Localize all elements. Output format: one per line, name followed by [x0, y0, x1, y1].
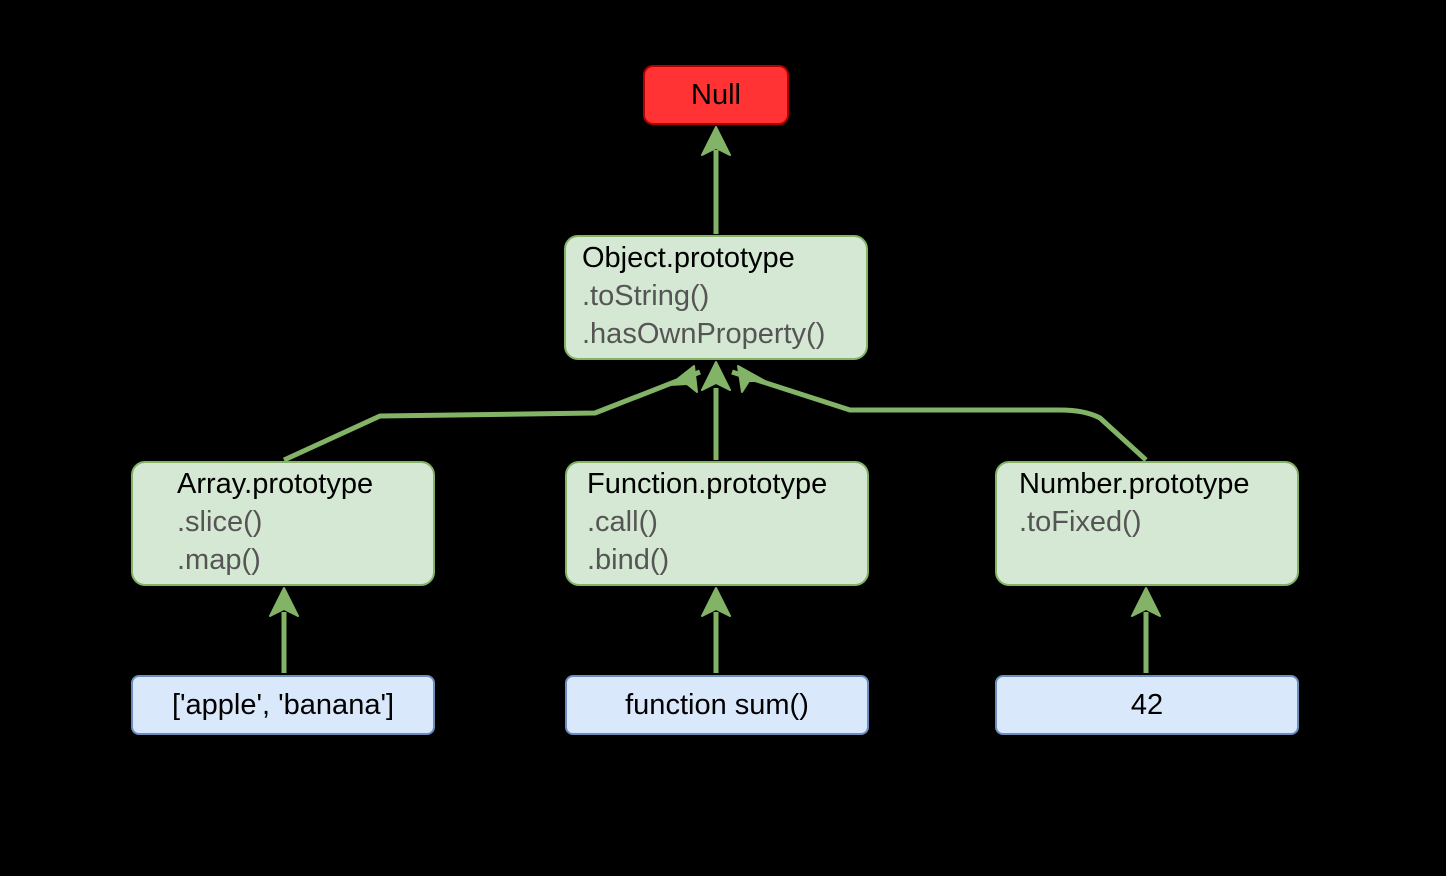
number-prototype-title: Number.prototype [1019, 468, 1250, 500]
function-method-bind: .bind() [587, 544, 670, 576]
node-function-instance: function sum() [565, 675, 869, 735]
node-array-instance: ['apple', 'banana'] [131, 675, 435, 735]
null-label: Null [691, 79, 741, 111]
node-array-prototype: Array.prototype .slice() .map() [131, 461, 435, 586]
arrowhead-object-right [737, 365, 766, 393]
array-method-slice: .slice() [177, 506, 263, 538]
arrowhead-array [269, 587, 299, 617]
edge-array-to-object [282, 369, 701, 463]
function-prototype-title: Function.prototype [587, 468, 828, 500]
node-number-prototype: Number.prototype .toFixed() [995, 461, 1299, 586]
array-method-map: .map() [177, 544, 261, 576]
arrowhead-null [701, 126, 731, 156]
node-function-prototype: Function.prototype .call() .bind() [565, 461, 869, 586]
node-object-prototype: Object.prototype .toString() .hasOwnProp… [564, 235, 868, 360]
array-prototype-title: Array.prototype [177, 468, 374, 500]
function-method-call: .call() [587, 506, 658, 538]
edge-number-to-object [731, 369, 1148, 462]
number-instance-label: 42 [1130, 689, 1164, 721]
object-method-tostring: .toString() [582, 280, 710, 312]
arrowhead-number [1131, 587, 1161, 617]
object-method-hasownproperty: .hasOwnProperty() [582, 318, 826, 350]
arrowhead-object-center [701, 361, 731, 391]
object-prototype-title: Object.prototype [582, 242, 795, 274]
node-number-instance: 42 [995, 675, 1299, 735]
number-method-tofixed: .toFixed() [1019, 506, 1142, 538]
node-null: Null [643, 65, 789, 125]
arrowhead-function [701, 587, 731, 617]
arrowhead-object-left [669, 365, 698, 393]
function-instance-label: function sum() [625, 689, 809, 721]
array-instance-label: ['apple', 'banana'] [171, 689, 395, 721]
